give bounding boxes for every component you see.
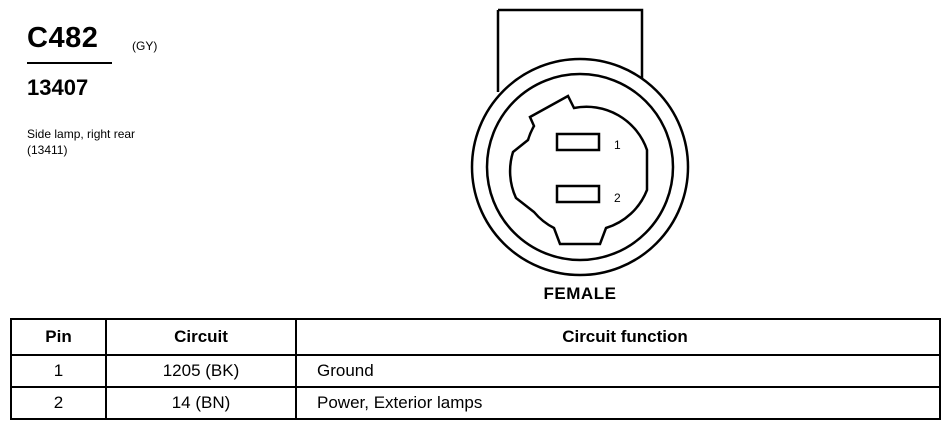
pinout-table: Pin Circuit Circuit function 1 1205 (BK)… (10, 318, 941, 420)
cell-pin: 2 (10, 386, 107, 420)
title-underline (27, 62, 112, 64)
connector-color: (GY) (132, 39, 158, 53)
cell-circuit: 1205 (BK) (105, 354, 297, 388)
cell-pin: 1 (10, 354, 107, 388)
connector-housing (496, 8, 644, 92)
connector-face-diagram: 1 2 (470, 8, 690, 277)
description-line-1: Side lamp, right rear (27, 127, 136, 141)
header-pin: Pin (10, 318, 107, 356)
header-circuit-function: Circuit function (295, 318, 941, 356)
part-number: 13407 (27, 75, 89, 100)
cell-circuit-function: Ground (295, 354, 941, 388)
terminal-1 (555, 132, 601, 152)
connector-gender-label: FEMALE (543, 284, 617, 303)
header-circuit: Circuit (105, 318, 297, 356)
pin-label-2: 2 (614, 191, 621, 205)
cell-circuit-function: Power, Exterior lamps (295, 386, 941, 420)
connector-inner-ring (485, 72, 675, 262)
cell-circuit: 14 (BN) (105, 386, 297, 420)
connector-code: C482 (27, 22, 99, 54)
connector-cavity (508, 94, 649, 246)
terminal-2 (555, 184, 601, 204)
connector-description: Side lamp, right rear (13411) (27, 126, 135, 158)
table-row: 1 1205 (BK) Ground (10, 354, 941, 388)
table-row: 2 14 (BN) Power, Exterior lamps (10, 386, 941, 420)
connector-outer-ring (470, 57, 690, 277)
pin-label-1: 1 (614, 138, 621, 152)
table-header-row: Pin Circuit Circuit function (10, 318, 941, 356)
description-line-2: (13411) (27, 143, 68, 157)
